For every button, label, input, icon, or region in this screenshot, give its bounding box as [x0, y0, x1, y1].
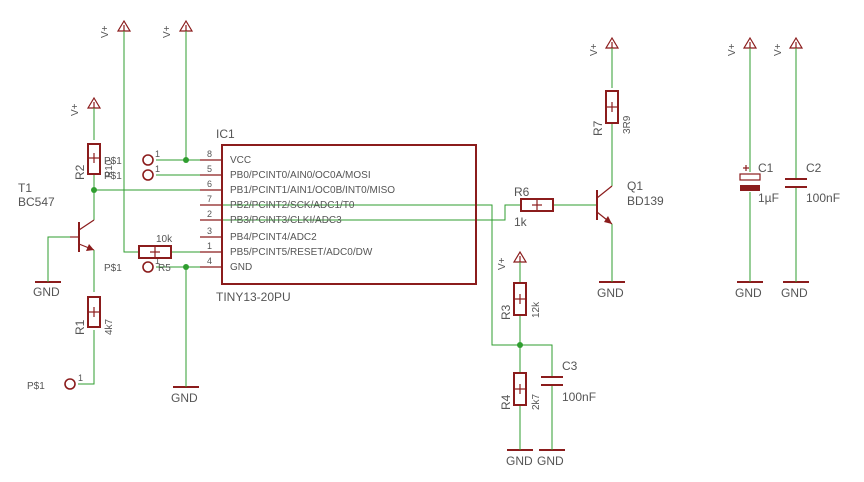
ic1-pin-num: 7	[207, 194, 212, 204]
q1-value: BD139	[627, 194, 664, 208]
svg-text:GND: GND	[171, 391, 198, 405]
svg-text:1: 1	[78, 373, 83, 383]
ground-ic: GND	[171, 386, 199, 405]
svg-text:GND: GND	[506, 454, 533, 468]
svg-text:1: 1	[155, 256, 160, 266]
r6-ref: R6	[514, 185, 530, 199]
r4-ref: R4	[499, 394, 513, 410]
resistor-r2: R2 R10	[73, 143, 115, 180]
supply-vplus-1: V+	[100, 19, 132, 38]
transistor-q1: Q1 BD139	[596, 179, 664, 225]
r2-ref: R2	[73, 164, 87, 180]
svg-text:P$1: P$1	[104, 263, 122, 274]
svg-text:GND: GND	[33, 285, 60, 299]
ic1-value: TINY13-20PU	[216, 290, 291, 304]
r6-value: 1k	[514, 215, 528, 229]
svg-text:V+: V+	[589, 43, 600, 56]
r3-ref: R3	[499, 304, 513, 320]
resistor-r7: R7 3R9	[591, 90, 633, 136]
svg-text:P$1: P$1	[27, 381, 45, 392]
q1-ref: Q1	[627, 179, 643, 193]
supply-vplus-2: V+	[162, 19, 194, 38]
r4-value: 2k7	[531, 393, 542, 410]
supply-vplus-q1: V+	[589, 36, 620, 56]
ground-c1: GND	[735, 281, 763, 300]
ic1-pin-name: PB1/PCINT1/AIN1/OC0B/INT0/MISO	[230, 185, 395, 196]
c3-ref: C3	[562, 359, 578, 373]
wires	[47, 31, 797, 450]
r1-value: 4k7	[104, 318, 115, 335]
capacitor-c2: C2 100nF	[785, 161, 840, 205]
ic1-pin-num: 8	[207, 149, 212, 159]
ground-c2: GND	[781, 281, 809, 300]
svg-text:GND: GND	[537, 454, 564, 468]
resistor-r6: R6 1k	[514, 185, 554, 229]
c1-value: 1µF	[758, 191, 779, 205]
svg-text:P$1: P$1	[104, 171, 122, 182]
c2-value: 100nF	[806, 191, 840, 205]
svg-text:V+: V+	[727, 43, 738, 56]
supply-vplus-t1: V+	[70, 96, 102, 116]
ic1-pin-name: VCC	[230, 155, 251, 166]
pad-2: 1 P$1	[104, 164, 160, 182]
ic1: IC1 TINY13-20PU 8 5 6 7 2 3 1 4 VCC PB0/…	[200, 127, 477, 304]
c1-ref: C1	[758, 161, 774, 175]
ic1-pin-name: PB2/PCINT2/SCK/ADC1/T0	[230, 200, 355, 211]
pad-3: 1 P$1	[104, 256, 160, 274]
svg-text:V+: V+	[100, 25, 111, 38]
svg-text:GND: GND	[735, 286, 762, 300]
t1-ref: T1	[18, 181, 32, 195]
transistor-t1: T1 BC547	[18, 181, 95, 252]
svg-text:1: 1	[155, 149, 160, 159]
resistor-r1: R1 4k7	[73, 296, 115, 335]
ic1-pin-name: PB3/PCINT3/CLKI/ADC3	[230, 215, 342, 226]
ground-c3: GND	[537, 449, 565, 468]
c3-value: 100nF	[562, 390, 596, 404]
ic1-pin-num: 6	[207, 179, 212, 189]
ic1-pin-name: GND	[230, 262, 252, 273]
r5-ref: R5	[158, 263, 171, 274]
r1-ref: R1	[73, 319, 87, 335]
t1-value: BC547	[18, 195, 55, 209]
r5-value: 10k	[156, 234, 173, 245]
svg-text:GND: GND	[781, 286, 808, 300]
ic1-pin-num: 3	[207, 226, 212, 236]
ground-t1: GND	[33, 281, 61, 299]
capacitor-c1: C1 1µF	[739, 161, 779, 205]
capacitor-c3: C3 100nF	[541, 359, 596, 404]
ic1-pin-name: PB0/PCINT0/AIN0/OC0A/MOSI	[230, 170, 371, 181]
supply-vplus-c2: V+	[773, 36, 804, 56]
junctions	[91, 157, 523, 348]
ic1-pin-num: 4	[207, 256, 212, 266]
ic1-pin-num: 2	[207, 209, 212, 219]
r7-value: 3R9	[622, 115, 633, 134]
ground-r4: GND	[506, 449, 533, 468]
r3-value: 12k	[531, 301, 542, 318]
svg-text:V+: V+	[773, 43, 784, 56]
resistor-r4: R4 2k7	[499, 372, 542, 410]
supply-vplus-c1: V+	[727, 36, 758, 56]
pad-1: 1 P$1	[104, 149, 160, 167]
svg-text:V+: V+	[162, 25, 173, 38]
ic1-pin-num: 5	[207, 164, 212, 174]
ic1-ref: IC1	[216, 127, 235, 141]
ground-q1: GND	[597, 281, 625, 300]
resistor-r5: 10k R5	[138, 234, 173, 274]
svg-text:V+: V+	[497, 257, 508, 270]
r7-ref: R7	[591, 120, 605, 136]
r2-value: R10	[104, 159, 115, 178]
c2-ref: C2	[806, 161, 822, 175]
svg-text:GND: GND	[597, 286, 624, 300]
ic1-pin-name: PB4/PCINT4/ADC2	[230, 232, 317, 243]
svg-text:1: 1	[155, 164, 160, 174]
ic1-pin-name: PB5/PCINT5/RESET/ADC0/DW	[230, 247, 373, 258]
supply-vplus-r3: V+	[497, 250, 528, 270]
ic1-pin-num: 1	[207, 241, 212, 251]
pad-4: 1 P$1	[27, 373, 83, 392]
resistor-r3: R3 12k	[499, 282, 542, 320]
svg-text:P$1: P$1	[104, 156, 122, 167]
svg-text:V+: V+	[70, 103, 81, 116]
